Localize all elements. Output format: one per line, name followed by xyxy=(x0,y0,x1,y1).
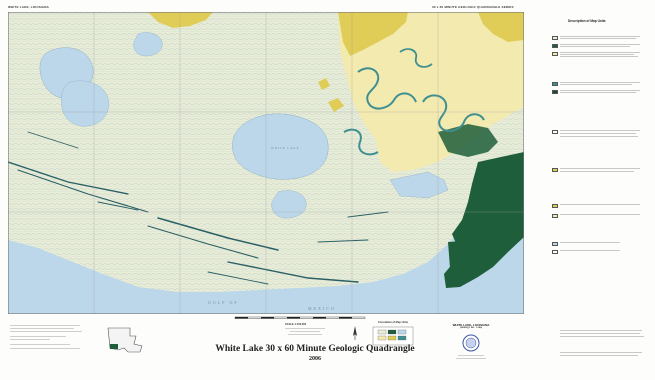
geologic-map[interactable]: WHITE LAKE GULF OF MEXICO xyxy=(8,12,524,314)
river-channel-east xyxy=(422,94,485,132)
lake-south xyxy=(271,190,307,219)
legend-swatch-swamp xyxy=(552,44,558,48)
map-border xyxy=(8,12,524,314)
river-channel-north xyxy=(357,67,417,110)
label-gulf-of: GULF OF xyxy=(208,300,239,305)
scale-title: SCALE 1:100,000 xyxy=(285,323,307,326)
legend-swatch-upland xyxy=(552,52,558,56)
lake-north xyxy=(133,32,163,57)
quad-title: WHITE LAKE, LOUISIANA xyxy=(452,323,490,327)
river-channel-upper xyxy=(399,48,433,68)
quad-subtitle: (30X60) (1 SE - 1:100) xyxy=(459,327,483,329)
header-right-title: 30 x 60 MINUTE GEOLOGIC QUADRANGLE SERIE… xyxy=(432,5,514,9)
scale-bar xyxy=(234,316,366,319)
correlation-chart xyxy=(372,326,414,346)
legend-swatch-water xyxy=(552,242,558,246)
lake-west-lobe xyxy=(61,80,110,127)
deposit-island-2 xyxy=(318,78,330,90)
deposit-west xyxy=(148,12,213,28)
legend-title: Description of Map Units xyxy=(568,19,606,23)
main-title: White Lake 30 x 60 Minute Geologic Quadr… xyxy=(215,344,415,354)
deposit-north xyxy=(338,12,408,56)
legend-swatch-dark xyxy=(552,90,558,94)
legend-swatch-deposit-2 xyxy=(552,204,558,208)
correlation-title: Correlation of Map Units xyxy=(377,321,409,324)
north-arrow-icon xyxy=(353,326,357,340)
legend-swatch-deposit-3 xyxy=(552,214,558,218)
chenier-ridges xyxy=(8,131,389,285)
map-year: 2006 xyxy=(309,356,321,362)
legend-panel: Description of Map Units xyxy=(540,12,650,367)
agency-seal-icon xyxy=(462,334,480,352)
swamp-northeast xyxy=(438,124,498,157)
swamp-south xyxy=(448,240,480,270)
deposit-island-1 xyxy=(328,98,344,112)
index-map xyxy=(107,327,143,353)
white-lake[interactable] xyxy=(232,113,329,180)
header-left-title: WHITE LAKE, LOUISIANA xyxy=(8,5,50,9)
legend-swatch-deposit xyxy=(552,168,558,172)
legend-swatch-marsh xyxy=(552,36,558,40)
deposit-east xyxy=(478,12,524,42)
label-mexico: MEXICO xyxy=(308,306,336,311)
legend-swatch-channel xyxy=(552,82,558,86)
map-grid xyxy=(8,12,524,314)
river-channel-west xyxy=(343,128,379,156)
legend-swatch-white xyxy=(552,130,558,134)
lake-east xyxy=(389,171,449,199)
legend-swatch-water-2 xyxy=(552,250,558,254)
label-white-lake: WHITE LAKE xyxy=(271,146,299,150)
